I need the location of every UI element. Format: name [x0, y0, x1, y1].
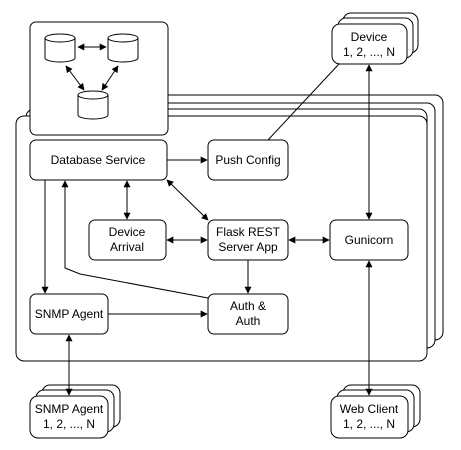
device-stack-range: 1, 2, ..., N — [343, 45, 395, 59]
gunicorn-label: Gunicorn — [345, 233, 394, 247]
edge-pushconfig-to-device — [267, 63, 340, 141]
push-config-node: Push Config — [207, 139, 289, 181]
flask-app-label-line1: Flask REST — [216, 225, 281, 239]
db-link-edge — [101, 65, 119, 91]
snmp-agent-stack-node: SNMP Agent 1, 2, ..., N — [29, 384, 121, 439]
device-arrival-label-line2: Arrival — [110, 240, 144, 254]
gunicorn-node: Gunicorn — [329, 219, 409, 261]
edge-db-flask — [166, 179, 209, 221]
flask-app-node: Flask REST Server App — [207, 219, 289, 261]
push-config-label: Push Config — [215, 153, 280, 167]
snmp-agent-label: SNMP Agent — [35, 307, 104, 321]
web-client-stack-label: Web Client — [340, 402, 399, 416]
edges — [41, 63, 373, 396]
auth-label-line1: Auth & — [230, 299, 266, 313]
flask-app-label-line2: Server App — [218, 240, 278, 254]
device-arrival-label-line1: Device — [109, 225, 146, 239]
db-link-edge — [65, 65, 85, 91]
database-service-node: Database Service — [29, 139, 168, 181]
edge-auth-db — [61, 180, 209, 299]
database-cylinder-icon — [44, 33, 76, 63]
database-cylinder-icon — [77, 90, 109, 120]
web-client-stack-range: 1, 2, ..., N — [343, 417, 395, 431]
database-cylinder-icon — [107, 33, 139, 63]
device-arrival-node: Device Arrival — [88, 219, 167, 261]
database-service-label: Database Service — [51, 153, 146, 167]
auth-label-line2: Auth — [236, 314, 261, 328]
web-client-stack-node: Web Client 1, 2, ..., N — [330, 384, 421, 439]
auth-node: Auth & Auth — [207, 293, 289, 335]
snmp-agent-node: SNMP Agent — [29, 293, 109, 335]
device-stack-node: Device 1, 2, ..., N — [331, 12, 419, 65]
snmp-agent-stack-range: 1, 2, ..., N — [43, 417, 95, 431]
database-cluster — [29, 21, 169, 136]
snmp-agent-stack-label: SNMP Agent — [35, 402, 104, 416]
device-stack-label: Device — [351, 30, 388, 44]
